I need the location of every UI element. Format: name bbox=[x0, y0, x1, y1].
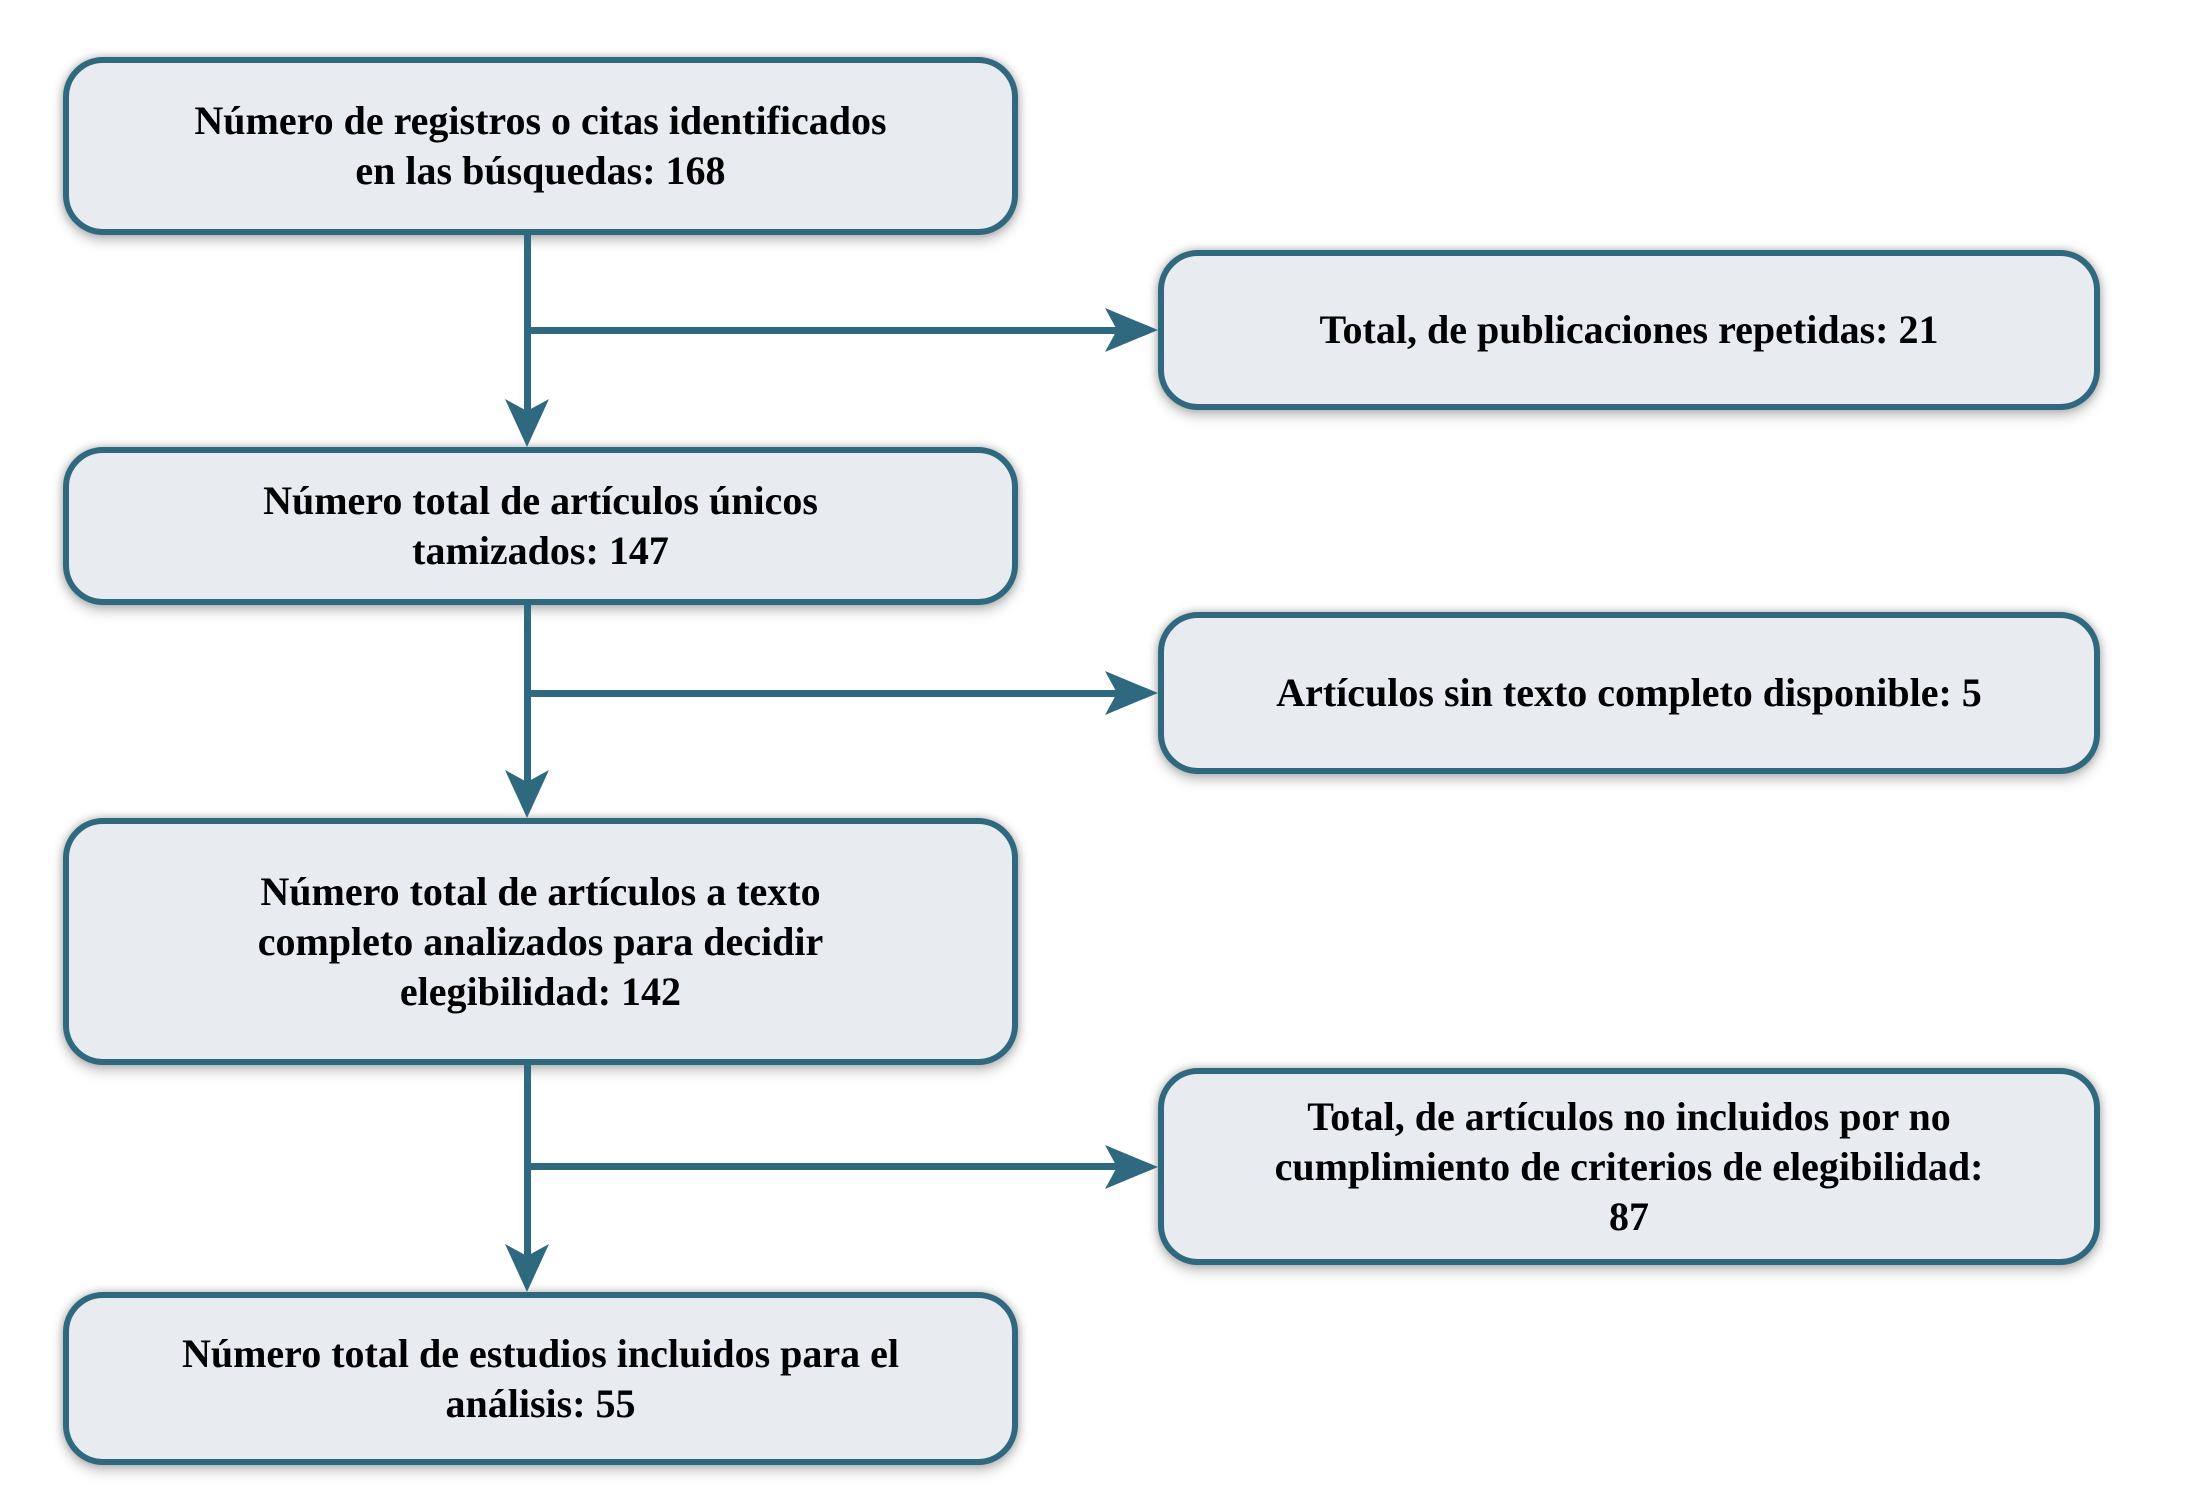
down-arrowhead-icon bbox=[505, 1244, 549, 1292]
node-excluded-eligibility-label: Total, de artículos no incluidos por no … bbox=[1274, 1093, 1984, 1239]
node-duplicates-removed-label: Total, de publicaciones repetidas: 21 bbox=[1319, 307, 1939, 352]
node-fulltext-assessed: Número total de artículos a texto comple… bbox=[63, 818, 1018, 1065]
node-studies-included-label: Número total de estudios incluidos para … bbox=[181, 1330, 900, 1426]
connector-fulltext-to-included bbox=[524, 1065, 531, 1258]
right-arrowhead-icon bbox=[1105, 671, 1158, 715]
right-arrowhead-icon bbox=[1105, 1145, 1158, 1189]
branch-to-excluded bbox=[527, 1163, 1117, 1170]
node-studies-included: Número total de estudios incluidos para … bbox=[63, 1292, 1018, 1465]
node-unique-screened-label: Número total de artículos únicos tamizad… bbox=[263, 478, 818, 573]
node-no-fulltext-available: Artículos sin texto completo disponible:… bbox=[1158, 612, 2100, 774]
right-arrowhead-icon bbox=[1105, 308, 1158, 352]
node-no-fulltext-available-label: Artículos sin texto completo disponible:… bbox=[1276, 670, 1982, 715]
connector-identified-to-screened bbox=[524, 235, 531, 413]
node-records-identified-label: Número de registros o citas identificado… bbox=[194, 98, 887, 193]
branch-to-duplicates bbox=[527, 327, 1117, 334]
down-arrowhead-icon bbox=[505, 770, 549, 818]
node-records-identified: Número de registros o citas identificado… bbox=[63, 57, 1018, 235]
node-duplicates-removed: Total, de publicaciones repetidas: 21 bbox=[1158, 250, 2100, 410]
branch-to-no-fulltext bbox=[527, 690, 1117, 697]
node-excluded-eligibility: Total, de artículos no incluidos por no … bbox=[1158, 1068, 2100, 1265]
node-fulltext-assessed-label: Número total de artículos a texto comple… bbox=[257, 868, 824, 1014]
down-arrowhead-icon bbox=[505, 399, 549, 447]
node-unique-screened: Número total de artículos únicos tamizad… bbox=[63, 447, 1018, 605]
